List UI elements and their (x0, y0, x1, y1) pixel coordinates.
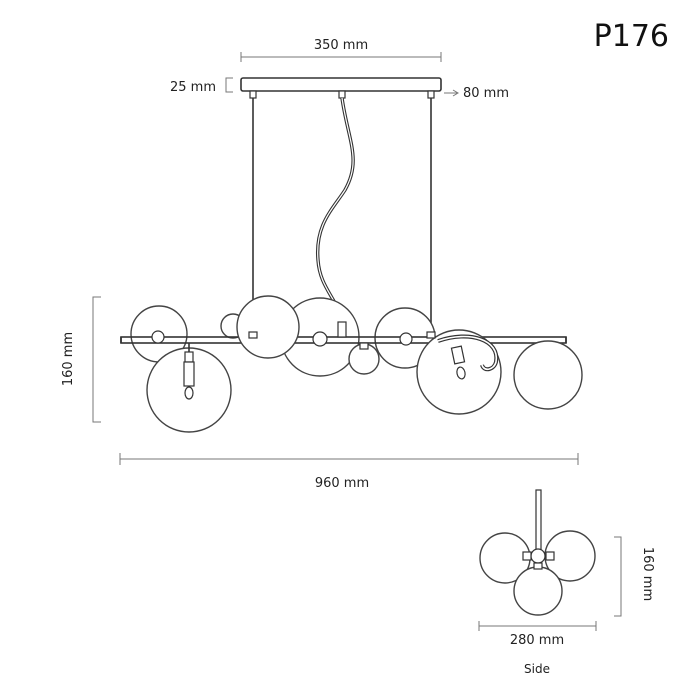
side-globe-bottom (513, 566, 563, 616)
power-cable (315, 97, 355, 326)
socket-back-center (312, 331, 328, 347)
side-height-dimension: 160 mm (614, 536, 655, 617)
side-view (479, 489, 596, 616)
side-hub (530, 548, 546, 564)
canopy-height-label: 25 mm (170, 80, 216, 95)
side-width-label: 280 mm (510, 633, 564, 648)
ceiling-canopy (240, 77, 442, 92)
socket-back-left (151, 330, 165, 344)
canopy-height-dimension: 25 mm (170, 77, 233, 95)
front-width-dimension: 960 mm (119, 453, 579, 491)
model-label: P176 (594, 19, 669, 54)
globe-front-far-right (513, 340, 583, 410)
canopy-depth-label: 80 mm (463, 86, 509, 101)
side-height-label: 160 mm (640, 547, 655, 601)
front-height-label: 160 mm (61, 332, 76, 386)
rod-mount-right (427, 90, 435, 99)
front-width-label: 960 mm (315, 476, 369, 491)
socket-back-right (399, 332, 413, 346)
socket-small-center (359, 342, 369, 350)
side-width-dimension: 280 mm (478, 621, 597, 648)
cable-entry (337, 321, 347, 338)
rod-cap-right (426, 331, 436, 339)
canopy-width-dimension: 350 mm (240, 38, 442, 62)
bulb-holder-right (437, 334, 499, 380)
side-view-label: Side (524, 662, 550, 676)
front-height-dimension: 160 mm (61, 296, 101, 423)
rod-mount-left (249, 90, 257, 99)
canopy-depth-dimension: 80 mm (444, 86, 509, 101)
globe-front-mid-left (236, 295, 300, 359)
cable-mount (338, 90, 346, 99)
bulb-holder-left (183, 343, 195, 400)
rod-cap-left (248, 331, 258, 339)
canopy-width-label: 350 mm (314, 38, 368, 53)
